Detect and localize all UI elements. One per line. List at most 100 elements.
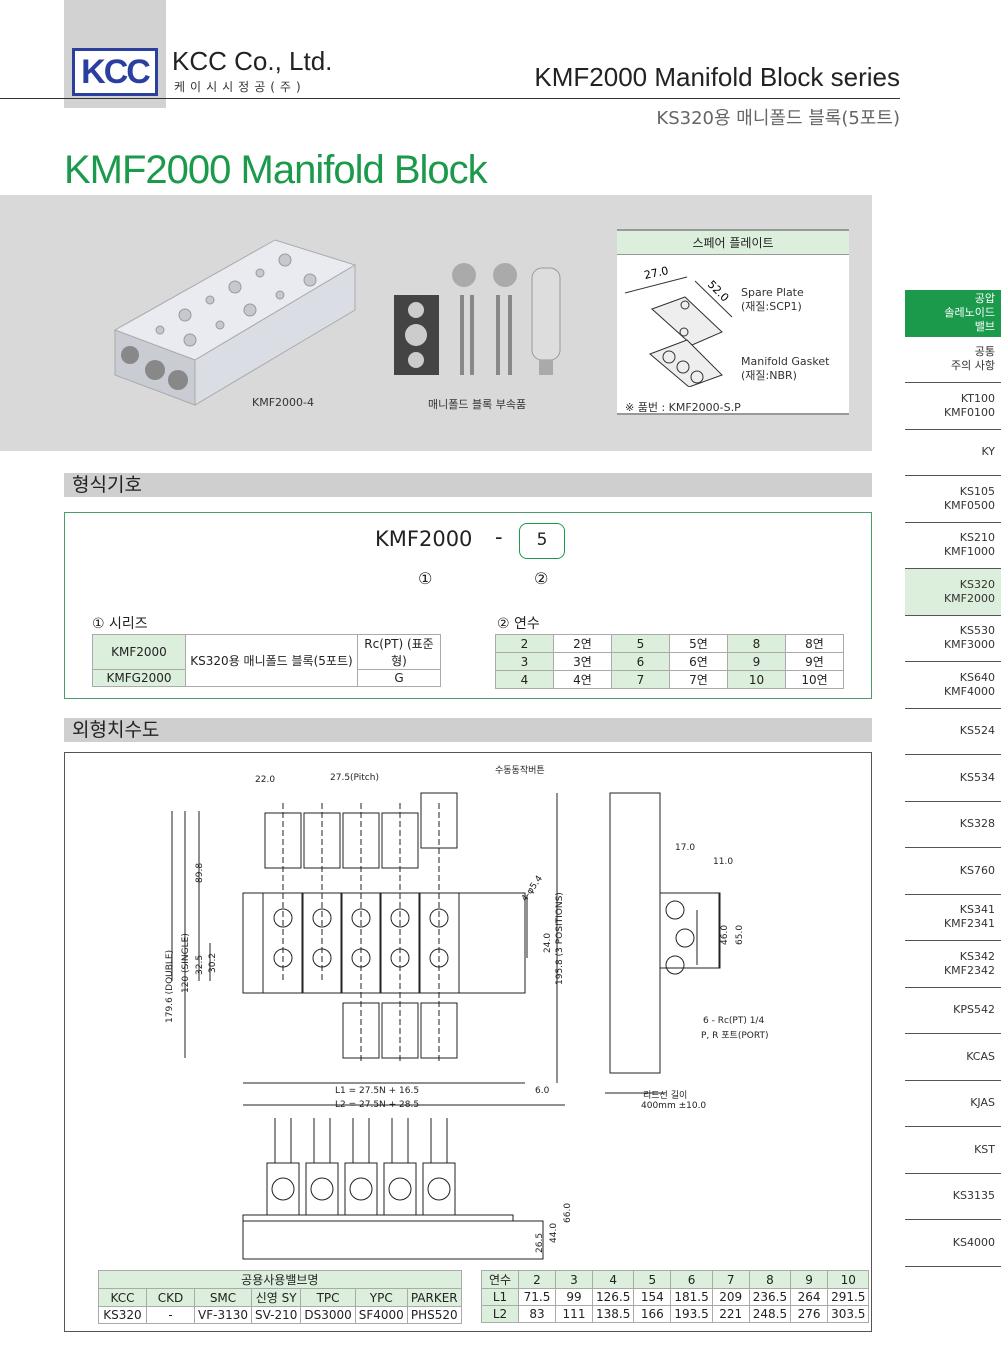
series-subtitle: KS320용 매니폴드 블록(5포트) (656, 108, 900, 129)
sidebar-item-label: KS210 (959, 531, 995, 545)
sidebar-item[interactable]: KS760 (905, 848, 1001, 895)
sidebar-item[interactable]: KCAS (905, 1034, 1001, 1081)
sidebar-item[interactable]: KST (905, 1127, 1001, 1174)
stations-cell: 5연 (669, 634, 728, 653)
stations-cell: 9 (727, 652, 786, 671)
sidebar-item-label: KS760 (959, 863, 995, 877)
length-cell: 111 (555, 1305, 593, 1323)
sidebar-item-label: KS3135 (952, 1189, 995, 1203)
sidebar-item-label: KY (981, 445, 995, 459)
length-header: 7 (711, 1270, 750, 1289)
sidebar-item-label: KS4000 (952, 1235, 995, 1249)
dimension-label: L1 = 27.5N + 16.5 (335, 1086, 420, 1096)
spare-plate-drawing: 27.0 52.0 (624, 264, 733, 387)
sidebar-item[interactable]: KS4000 (905, 1220, 1001, 1267)
length-header: 10 (827, 1270, 870, 1289)
length-cell: L2 (481, 1305, 519, 1323)
stations-cell: 4연 (553, 670, 612, 689)
header-divider (0, 98, 900, 99)
sidebar-item-label: KPS542 (953, 1003, 995, 1017)
sidebar-item[interactable]: KS524 (905, 709, 1001, 755)
series-code: KMFG2000 (92, 669, 186, 687)
compat-header: PARKER (406, 1288, 462, 1307)
sidebar-item-label: KMF1000 (943, 545, 995, 559)
dimension-label: 89.8 (195, 862, 205, 883)
length-cell: 193.5 (670, 1305, 713, 1323)
stations-cell: 2 (495, 634, 554, 653)
length-cell: 248.5 (748, 1305, 792, 1323)
length-cell: 291.5 (827, 1288, 870, 1306)
sidebar-item-label: KMF2341 (943, 917, 995, 931)
block-caption: KMF2000-4 (252, 396, 314, 409)
sidebar-item[interactable]: KY (905, 430, 1001, 476)
model-code: KMF2000 (375, 527, 473, 551)
sidebar-item-label: KS530 (959, 624, 995, 638)
gasket-name: Manifold Gasket (741, 355, 830, 368)
sidebar-item-label: KMF2000 (943, 591, 995, 605)
length-header: 2 (518, 1270, 556, 1289)
length-cell: 99 (555, 1288, 593, 1306)
length-cell: 236.5 (748, 1288, 792, 1306)
sidebar-item-label: KMF2342 (943, 963, 995, 977)
length-cell: 166 (633, 1305, 672, 1323)
length-cell: 276 (790, 1305, 829, 1323)
sidebar-item[interactable]: KS534 (905, 755, 1001, 802)
stations-cell: 5 (611, 634, 670, 653)
sidebar-item[interactable]: KS3135 (905, 1174, 1001, 1220)
spare-plate-material: (재질:SCP1) (741, 300, 802, 313)
series-port: Rc(PT) (표준형) (357, 634, 441, 670)
kcc-logo: KCC (72, 48, 158, 96)
length-cell: 181.5 (670, 1288, 713, 1306)
dimension-label: 6.0 (535, 1086, 550, 1096)
stations-cell: 8 (727, 634, 786, 653)
dimension-label: 30.2 (208, 952, 218, 973)
dimension-label: 46.0 (720, 924, 730, 945)
dimension-label: 24.0 (543, 932, 553, 953)
sidebar-item-label: KT100 (960, 391, 995, 405)
sidebar-item-label: KMF0100 (943, 405, 995, 419)
series-port: G (357, 669, 441, 687)
model-dash: - (495, 525, 503, 549)
length-header: 3 (555, 1270, 593, 1289)
compat-value: DS3000 (300, 1306, 356, 1324)
dimension-label: 22.0 (255, 775, 276, 785)
compat-header: TPC (300, 1288, 356, 1307)
marker-1: ① (418, 569, 433, 588)
length-cell: 209 (711, 1288, 750, 1306)
dimension-label: 120 (SINGLE) (181, 933, 191, 993)
sidebar-item-label: 밸브 (974, 320, 995, 334)
compat-value: VF-3130 (194, 1306, 252, 1324)
spare-dim-length: 52.0 (705, 278, 732, 305)
length-cell: L1 (481, 1288, 519, 1306)
spare-plate-title: 스페어 플레이트 (617, 231, 849, 255)
gasket-material: (재질:NBR) (741, 369, 797, 382)
stations-cell: 9연 (785, 652, 844, 671)
dimension-label: L2 = 27.5N + 28.5 (335, 1100, 420, 1110)
compat-header: KCC (98, 1288, 147, 1307)
length-cell: 154 (633, 1288, 672, 1306)
dimension-label: 65.0 (735, 924, 745, 945)
compat-value: PHS520 (406, 1306, 462, 1324)
page-title: KMF2000 Manifold Block (64, 148, 488, 192)
compat-title: 공용사용밸브명 (98, 1270, 462, 1289)
sidebar-item-label: KCAS (966, 1049, 995, 1063)
dimension-label: 수동동작버튼 (495, 766, 545, 776)
sidebar-item[interactable]: KS328 (905, 802, 1001, 848)
sidebar-item[interactable]: KPS542 (905, 988, 1001, 1034)
compat-header: YPC (354, 1288, 408, 1307)
sidebar-item[interactable]: KJAS (905, 1081, 1001, 1127)
spare-part-no: ※ 품번 : KMF2000-S.P (625, 401, 741, 414)
